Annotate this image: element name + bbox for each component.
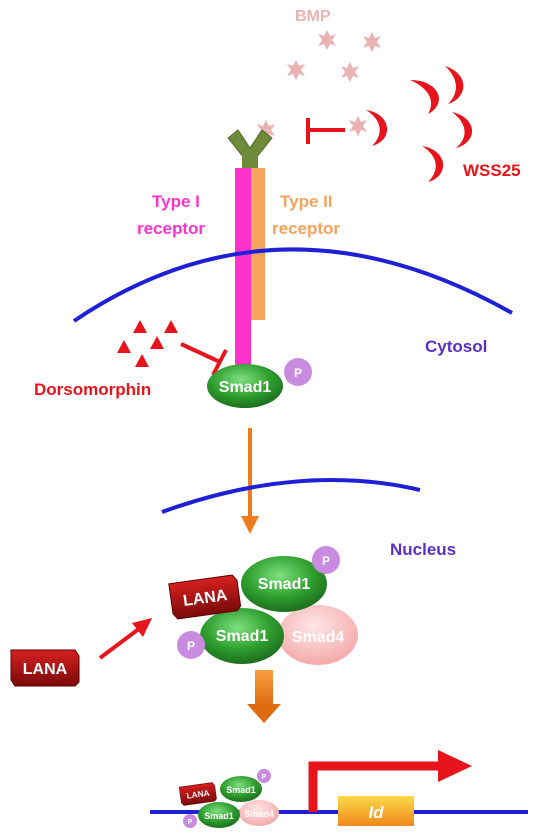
smad1-ellipse [241,556,327,612]
id-gene: Id [338,796,414,826]
wss25-molecules [366,66,473,182]
smad4-label: Smad4 [292,629,345,646]
cell-membrane [72,247,513,323]
id-gene-label: Id [368,803,384,822]
phospho-label: P [188,819,193,826]
translocation-arrow [241,428,259,534]
nuclear-membrane [161,477,421,514]
type1-receptor [235,168,251,368]
transcription-arrow [247,670,281,723]
wss25-crescent [410,80,440,114]
bmp-ligand [341,62,359,82]
dorsomorphin-triangle [133,320,147,333]
smad1-ellipse [200,608,284,664]
phospho-group [177,631,205,659]
nucleus-label: Nucleus [390,540,456,559]
phospho-group [257,769,271,783]
lana-small: LANA [178,782,218,806]
dna-bound-complex: Smad4 Smad1 P Smad1 P LANA [178,769,279,828]
wss25-crescent [445,66,464,104]
wss25-crescent [366,110,388,146]
smad1-cytosolic: Smad1 P [207,358,312,408]
wss25-label: WSS25 [463,161,521,180]
wss25-crescent [452,112,473,148]
phospho-label: P [322,554,330,568]
smad1-label: Smad1 [216,628,269,645]
dorsomorphin-triangle [135,354,149,367]
smad1-label: Smad1 [258,576,311,593]
smad4-ellipse [278,605,358,665]
type2-receptor [251,168,265,320]
promoter-arrow [308,750,472,812]
bmp-ligand [363,32,381,52]
smad1-ellipse [207,364,283,408]
phospho-label: P [187,639,195,653]
phospho-group [183,814,197,828]
type1-label-line1: Type I [152,192,200,211]
smad4-ellipse [239,800,279,826]
lana-recruitment-arrow [98,618,152,660]
smad1-label: Smad1 [204,811,234,821]
phospho-label: P [294,366,302,380]
id-gene-box [338,796,414,826]
type2-label-line1: Type II [280,192,333,211]
bmp-ligand [318,30,336,50]
bmp-ligand [349,116,367,136]
bmp-label: BMP [295,8,331,25]
dorsomorphin-label: Dorsomorphin [34,380,151,399]
smad1-label: Smad1 [219,379,272,396]
inhibition-bar [211,349,228,376]
inhibition-line [180,342,221,364]
smad1-ellipse [198,802,240,828]
lana-label: LANA [23,661,68,678]
wss25-crescent [422,146,444,182]
wss25-inhibition [306,118,345,144]
smad4-label: Smad4 [244,809,274,819]
dorsomorphin-triangle [117,340,131,353]
dorsomorphin-inhibition [180,342,228,376]
receptor-binding-domain [227,129,273,170]
dorsomorphin-molecules [117,320,178,367]
smad1-ellipse [220,776,262,802]
bmp-ligand [287,60,305,80]
lana-label: LANA [186,788,210,801]
nuclear-smad-complex: Smad4 Smad1 P Smad1 P LANA [168,546,358,665]
phospho-group [312,546,340,574]
phospho-label: P [262,774,267,781]
lana-in-complex: LANA [168,573,242,621]
cytosol-label: Cytosol [425,337,487,356]
dorsomorphin-triangle [164,320,178,333]
type1-label-line2: receptor [137,219,205,238]
lana-label: LANA [182,587,229,610]
smad1-label: Smad1 [226,785,256,795]
phospho-group [284,358,312,386]
lana-free: LANA [10,649,80,687]
bmp-ligands [257,30,381,140]
dorsomorphin-triangle [150,336,164,349]
type2-label-line2: receptor [272,219,340,238]
